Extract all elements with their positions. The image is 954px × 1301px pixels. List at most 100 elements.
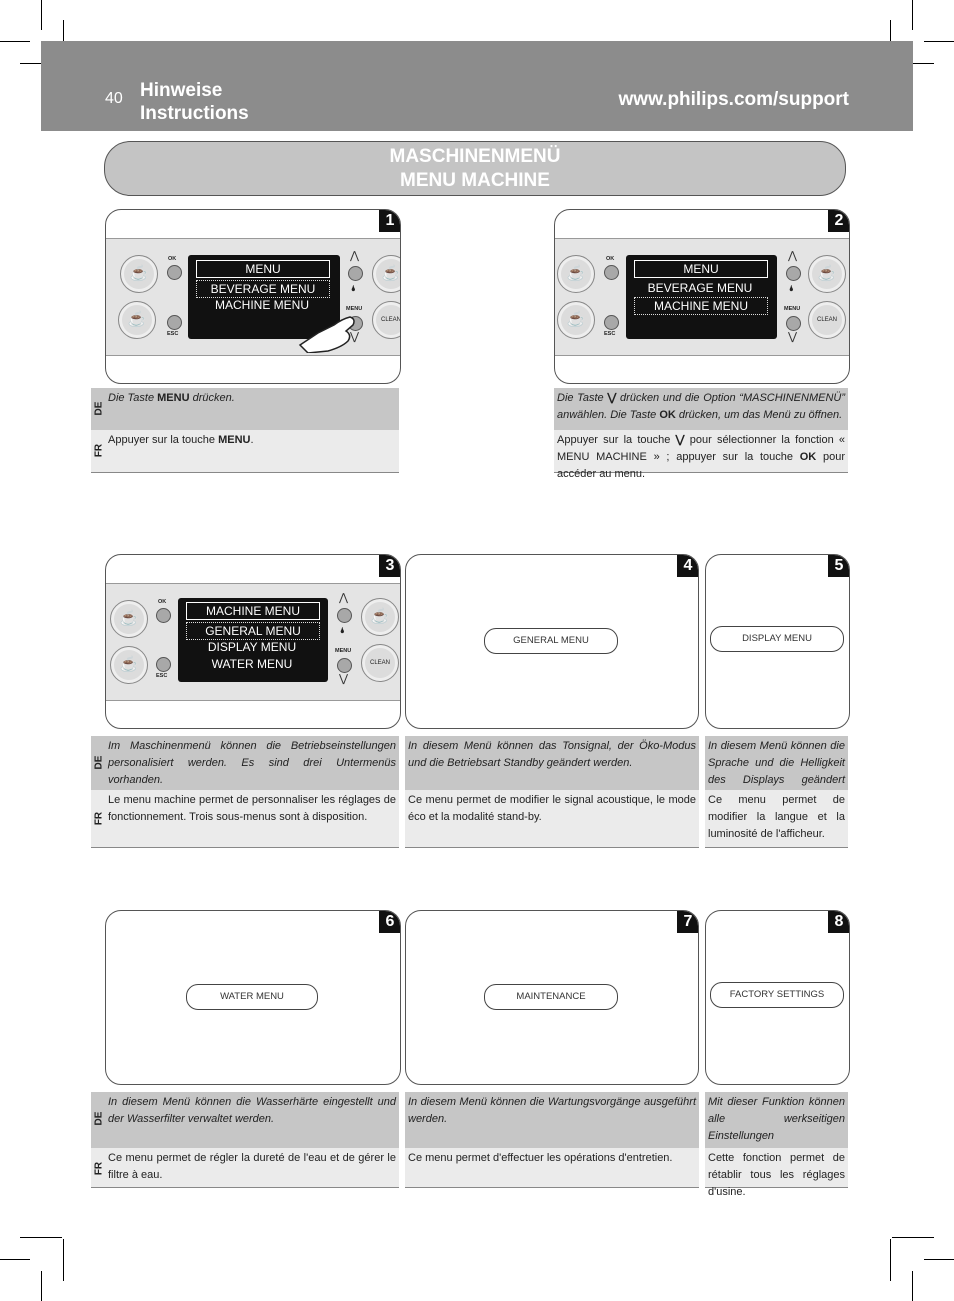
esc-button[interactable]	[167, 315, 182, 330]
banner-title-de: MASCHINENMENÜ	[389, 145, 561, 167]
ok-key-icon: OK	[799, 451, 817, 463]
up-button[interactable]	[337, 608, 352, 623]
ok-button[interactable]	[604, 265, 619, 280]
esc-label: ESC	[604, 331, 616, 337]
esc-label: ESC	[167, 331, 179, 337]
up-arrow-icon: ⋀	[788, 250, 798, 262]
crop-mark	[924, 41, 954, 42]
text: drücken, um das Menü zu öffnen.	[675, 409, 843, 421]
menu-label: MENU	[346, 306, 363, 312]
step-number: 4	[677, 555, 698, 577]
crop-mark	[0, 1259, 30, 1260]
general-menu-item[interactable]: GENERAL MENU	[484, 628, 618, 654]
step-7-de-text: In diesem Menü können die Wartungsvorgän…	[405, 1092, 699, 1148]
down-key-icon: ⋁	[607, 392, 617, 404]
step-number: 5	[828, 555, 849, 577]
text: Ce menu permet de modifier le signal aco…	[408, 794, 696, 823]
text: Die Taste	[108, 392, 158, 404]
step-4-fr-text: Ce menu permet de modifier le signal aco…	[405, 790, 699, 848]
menu-key-icon: MENU	[218, 434, 251, 446]
ok-label: OK	[606, 256, 615, 262]
display-menu-item[interactable]: DISPLAY MENU	[710, 626, 844, 652]
display: MENU BEVERAGE MENU MACHINE MENU	[626, 255, 777, 339]
text: Ce menu permet de régler la dureté de l'…	[108, 1152, 396, 1181]
text: Le menu machine permet de personnaliser …	[108, 794, 396, 823]
menu-button[interactable]	[337, 658, 352, 673]
step-6-de-text: DE In diesem Menü können die Wasserhärte…	[91, 1092, 399, 1148]
step-1-fr-text: FR Appuyer sur la touche MENU.	[91, 430, 399, 473]
ok-label: OK	[168, 256, 177, 262]
chapter-banner: MASCHINENMENÜ MENU MACHINE	[104, 141, 846, 196]
water-menu-item[interactable]: WATER MENU	[186, 984, 318, 1010]
esc-button[interactable]	[604, 315, 619, 330]
espresso-aroma-button[interactable]: ☕	[557, 301, 595, 339]
step-7-fr-text: Ce menu permet d'effectuer les opération…	[405, 1148, 699, 1188]
step-5-de-text: In diesem Menü können die Sprache und di…	[705, 736, 848, 803]
text: drücken.	[189, 392, 235, 404]
step-2-panel: 2 ☕ ☕ OK ESC MENU BEVERAGE MENU MACHINE …	[554, 209, 850, 384]
control-panel: ☕ ☕ OK ESC MACHINE MENU GENERAL MENU DIS…	[106, 583, 400, 701]
down-key-icon: ⋁	[675, 434, 685, 446]
espresso-button[interactable]: ☕	[120, 255, 158, 293]
crop-mark	[892, 63, 934, 64]
ok-label: OK	[158, 599, 167, 605]
crop-mark	[890, 1239, 891, 1281]
step-3-fr-text: FR Le menu machine permet de personnalis…	[91, 790, 399, 848]
step-8-fr-text: Cette fonction permet de rétablir tous l…	[705, 1148, 848, 1198]
espresso-aroma-button[interactable]: ☕	[110, 646, 148, 684]
up-arrow-icon: ⋀	[350, 250, 360, 262]
lang-tag-fr: FR	[93, 1161, 105, 1176]
clean-button[interactable]: CLEAN	[361, 644, 399, 682]
down-arrow-icon: ⋁	[788, 331, 798, 343]
factory-settings-item[interactable]: FACTORY SETTINGS	[710, 982, 844, 1008]
text: Ce menu permet de modifier la langue et …	[708, 794, 845, 840]
text: pour sélectionner la fonction « MENU MAC…	[557, 434, 845, 463]
ok-button[interactable]	[167, 265, 182, 280]
menu-button[interactable]	[786, 316, 801, 331]
crop-mark	[41, 1271, 42, 1301]
ok-key-icon: OK	[659, 409, 676, 421]
clean-button[interactable]: CLEAN	[808, 301, 846, 339]
text: Cette fonction permet de rétablir tous l…	[708, 1152, 845, 1198]
lang-tag-fr: FR	[93, 443, 105, 458]
display: MENU BEVERAGE MENU MACHINE MENU	[188, 255, 340, 339]
step-2-de-text: Die Taste ⋁ drücken und die Option “MASC…	[554, 388, 848, 430]
espresso-button[interactable]: ☕	[110, 600, 148, 638]
display-line: MACHINE MENU	[186, 602, 320, 620]
up-button[interactable]	[348, 266, 363, 281]
text: In diesem Menü können die Wasserhärte ei…	[108, 1096, 396, 1125]
cappuccino-button[interactable]: ☕	[361, 598, 399, 636]
clean-button[interactable]: CLEAN	[372, 301, 400, 339]
espresso-aroma-button[interactable]: ☕	[118, 301, 156, 339]
banner-title-fr: MENU MACHINE	[400, 169, 550, 191]
page-number: 40	[105, 90, 123, 107]
step-number: 7	[677, 911, 698, 933]
step-5-panel: 5 DISPLAY MENU	[705, 554, 850, 729]
display: MACHINE MENU GENERAL MENU DISPLAY MENU W…	[178, 598, 328, 682]
esc-button[interactable]	[156, 657, 171, 672]
lang-tag-de: DE	[93, 401, 105, 416]
section-title: Hinweise Instructions	[140, 79, 249, 125]
step-number: 6	[379, 911, 400, 933]
display-line: BEVERAGE MENU	[647, 281, 753, 295]
step-3-panel: 3 ☕ ☕ OK ESC MACHINE MENU GENERAL MENU D…	[105, 554, 401, 729]
support-url: www.philips.com/support	[618, 89, 849, 110]
aroma-icon: 🌢	[351, 284, 356, 293]
text: Appuyer sur la touche	[557, 434, 676, 446]
text: Appuyer sur la touche	[108, 434, 219, 446]
control-panel: ☕ ☕ OK ESC MENU BEVERAGE MENU MACHINE ME…	[106, 238, 400, 356]
step-number: 1	[379, 210, 400, 232]
step-7-panel: 7 MAINTENANCE	[405, 910, 699, 1085]
up-arrow-icon: ⋀	[339, 592, 349, 604]
text: In diesem Menü können die Sprache und di…	[708, 740, 845, 803]
lang-tag-de: DE	[93, 1111, 105, 1126]
cappuccino-button[interactable]: ☕	[808, 255, 846, 293]
crop-mark	[41, 0, 42, 30]
display-line: MENU	[634, 260, 768, 278]
step-6-fr-text: FR Ce menu permet de régler la dureté de…	[91, 1148, 399, 1188]
espresso-button[interactable]: ☕	[557, 255, 595, 293]
up-button[interactable]	[786, 266, 801, 281]
cappuccino-button[interactable]: ☕	[372, 255, 400, 293]
maintenance-item[interactable]: MAINTENANCE	[484, 984, 618, 1010]
ok-button[interactable]	[156, 608, 171, 623]
